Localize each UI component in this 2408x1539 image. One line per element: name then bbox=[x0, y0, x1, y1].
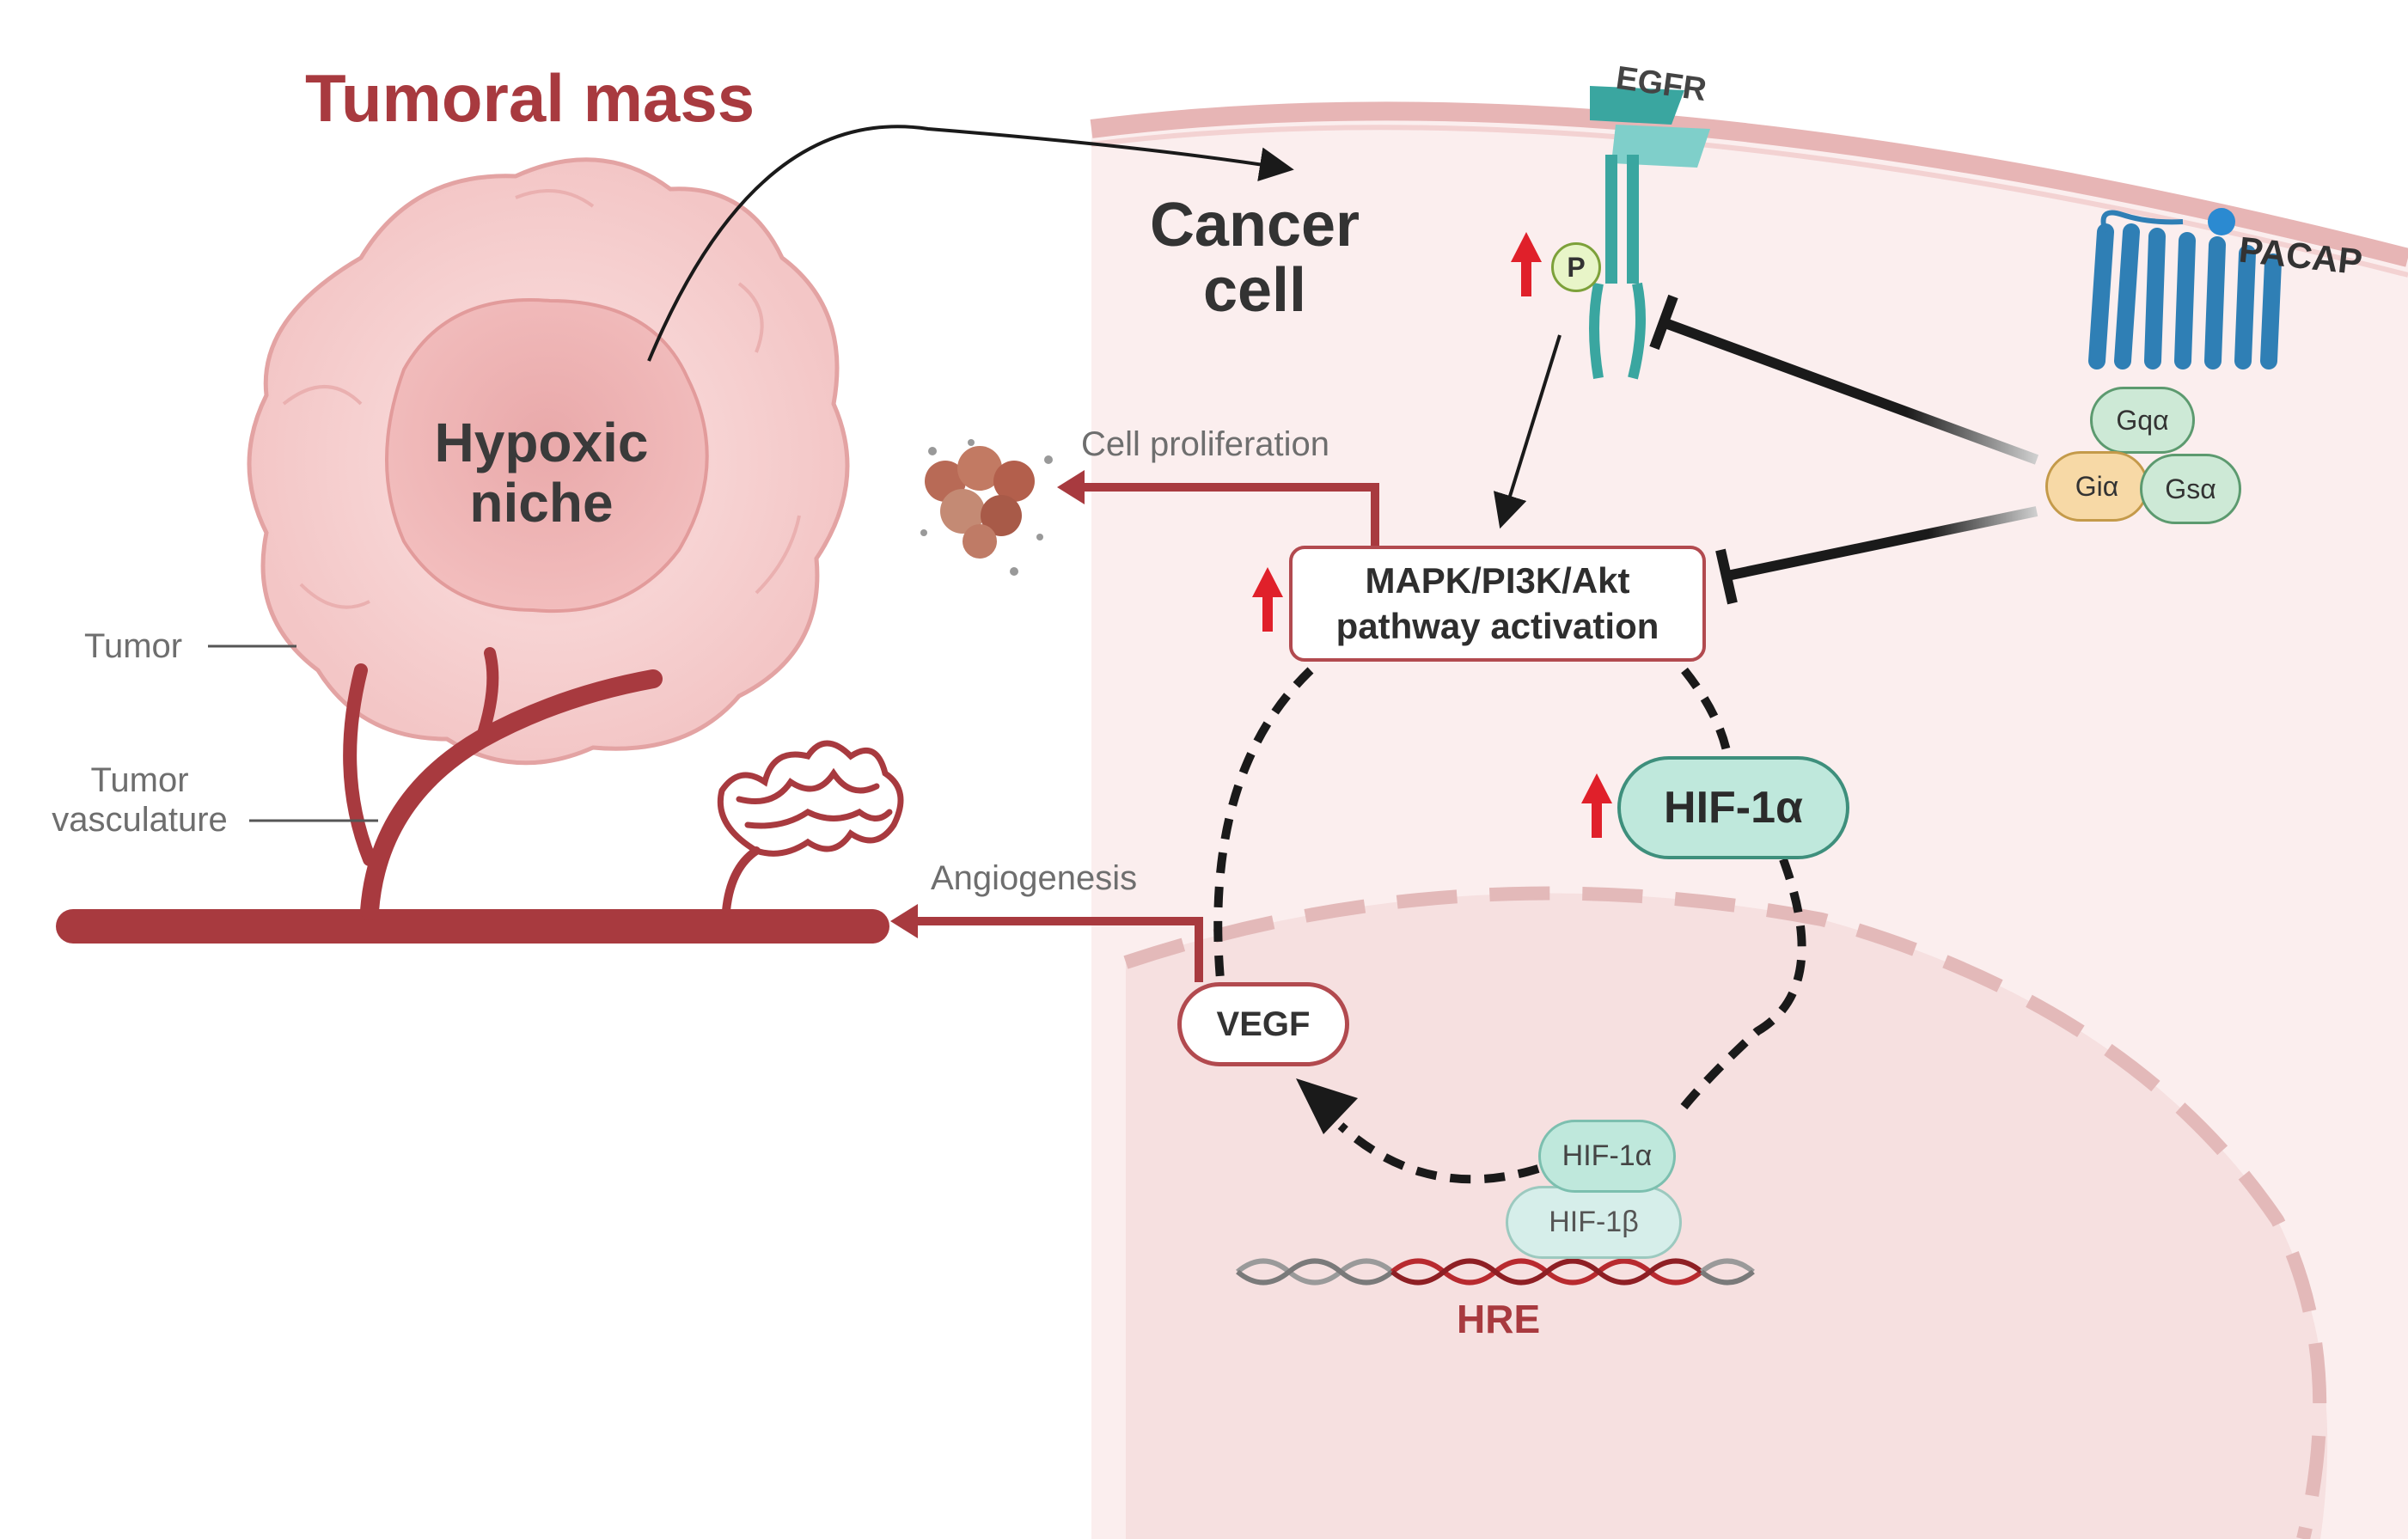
dashed-arrowhead bbox=[1296, 1078, 1358, 1134]
mapk-pathway-line1: MAPK/PI3K/Akt bbox=[1365, 560, 1630, 601]
hypoxic-niche-label: Hypoxic niche bbox=[378, 412, 705, 534]
proliferation-arrowhead bbox=[1057, 470, 1085, 504]
dashed-hif-to-nucleus bbox=[1672, 858, 1806, 1121]
hypoxic-niche-line1: Hypoxic bbox=[434, 412, 649, 473]
pacap-receptor bbox=[2088, 223, 2282, 369]
cell-proliferation-label: Cell proliferation bbox=[1081, 425, 1330, 463]
inhibit-mapk-bar bbox=[1715, 548, 1738, 605]
hre-label: HRE bbox=[1457, 1297, 1541, 1341]
capillary-tuft bbox=[717, 740, 904, 857]
cell-membrane bbox=[1090, 101, 2408, 267]
cancer-cell-label-line1: Cancer bbox=[1149, 191, 1360, 260]
proliferation-arrow bbox=[1079, 483, 1379, 546]
nucleus bbox=[1126, 893, 2328, 1539]
mapk-pathway-box: MAPK/PI3K/Akt pathway activation bbox=[1289, 546, 1706, 662]
angiogenesis-label: Angiogenesis bbox=[931, 859, 1138, 897]
pacap-ligand bbox=[2208, 208, 2235, 235]
pacap-receptor-tail bbox=[2100, 210, 2184, 233]
up-arrow-mapk bbox=[1252, 567, 1283, 632]
inhibit-egfr-line bbox=[1660, 317, 2039, 465]
gq-alpha-subunit: Gqα bbox=[2090, 387, 2195, 454]
gi-alpha-subunit: Giα bbox=[2045, 451, 2148, 522]
hypoxic-core bbox=[385, 298, 709, 614]
up-arrow-egfr bbox=[1511, 232, 1542, 296]
hif1a-node: HIF-1α bbox=[1617, 756, 1849, 859]
angiogenesis-arrowhead bbox=[890, 904, 918, 938]
tumor-vasculature bbox=[56, 647, 889, 944]
dashed-hif-to-vegf bbox=[1337, 1122, 1540, 1184]
dna-helix bbox=[1236, 1258, 1755, 1286]
gs-alpha-subunit: Gsα bbox=[2140, 454, 2241, 524]
tumor-label: Tumor bbox=[84, 627, 183, 665]
egfr-to-mapk-arrow bbox=[1493, 334, 1562, 529]
hypoxic-niche-line2: niche bbox=[469, 472, 614, 534]
inhibit-egfr-bar bbox=[1649, 294, 1678, 351]
angiogenesis-arrow bbox=[911, 917, 1203, 982]
cancer-cell-label-line2: cell bbox=[1202, 255, 1307, 325]
hif1a-nuclear-node: HIF-1α bbox=[1538, 1120, 1676, 1193]
niche-to-cell-arrow bbox=[647, 125, 1294, 362]
dashed-mapk-to-hif bbox=[1681, 667, 1732, 756]
cancer-cell-label: Cancer cell bbox=[1117, 191, 1392, 325]
proliferating-cells bbox=[920, 439, 1053, 576]
diagram-title: Tumoral mass bbox=[305, 60, 755, 136]
inhibit-mapk-line bbox=[1726, 506, 2038, 581]
dashed-mapk-to-vegf bbox=[1213, 667, 1314, 980]
up-arrow-hif bbox=[1581, 773, 1612, 838]
nuclear-envelope bbox=[1123, 886, 2327, 1539]
egfr-receptor bbox=[1589, 86, 1710, 380]
phosphorylation-badge: P bbox=[1551, 242, 1601, 292]
vegf-node: VEGF bbox=[1177, 982, 1349, 1066]
tumor-mass bbox=[247, 157, 850, 766]
tumor-vasculature-label: Tumor vasculature bbox=[52, 761, 228, 839]
mapk-pathway-line2: pathway activation bbox=[1335, 605, 1659, 646]
hif1b-node: HIF-1β bbox=[1506, 1186, 1682, 1259]
